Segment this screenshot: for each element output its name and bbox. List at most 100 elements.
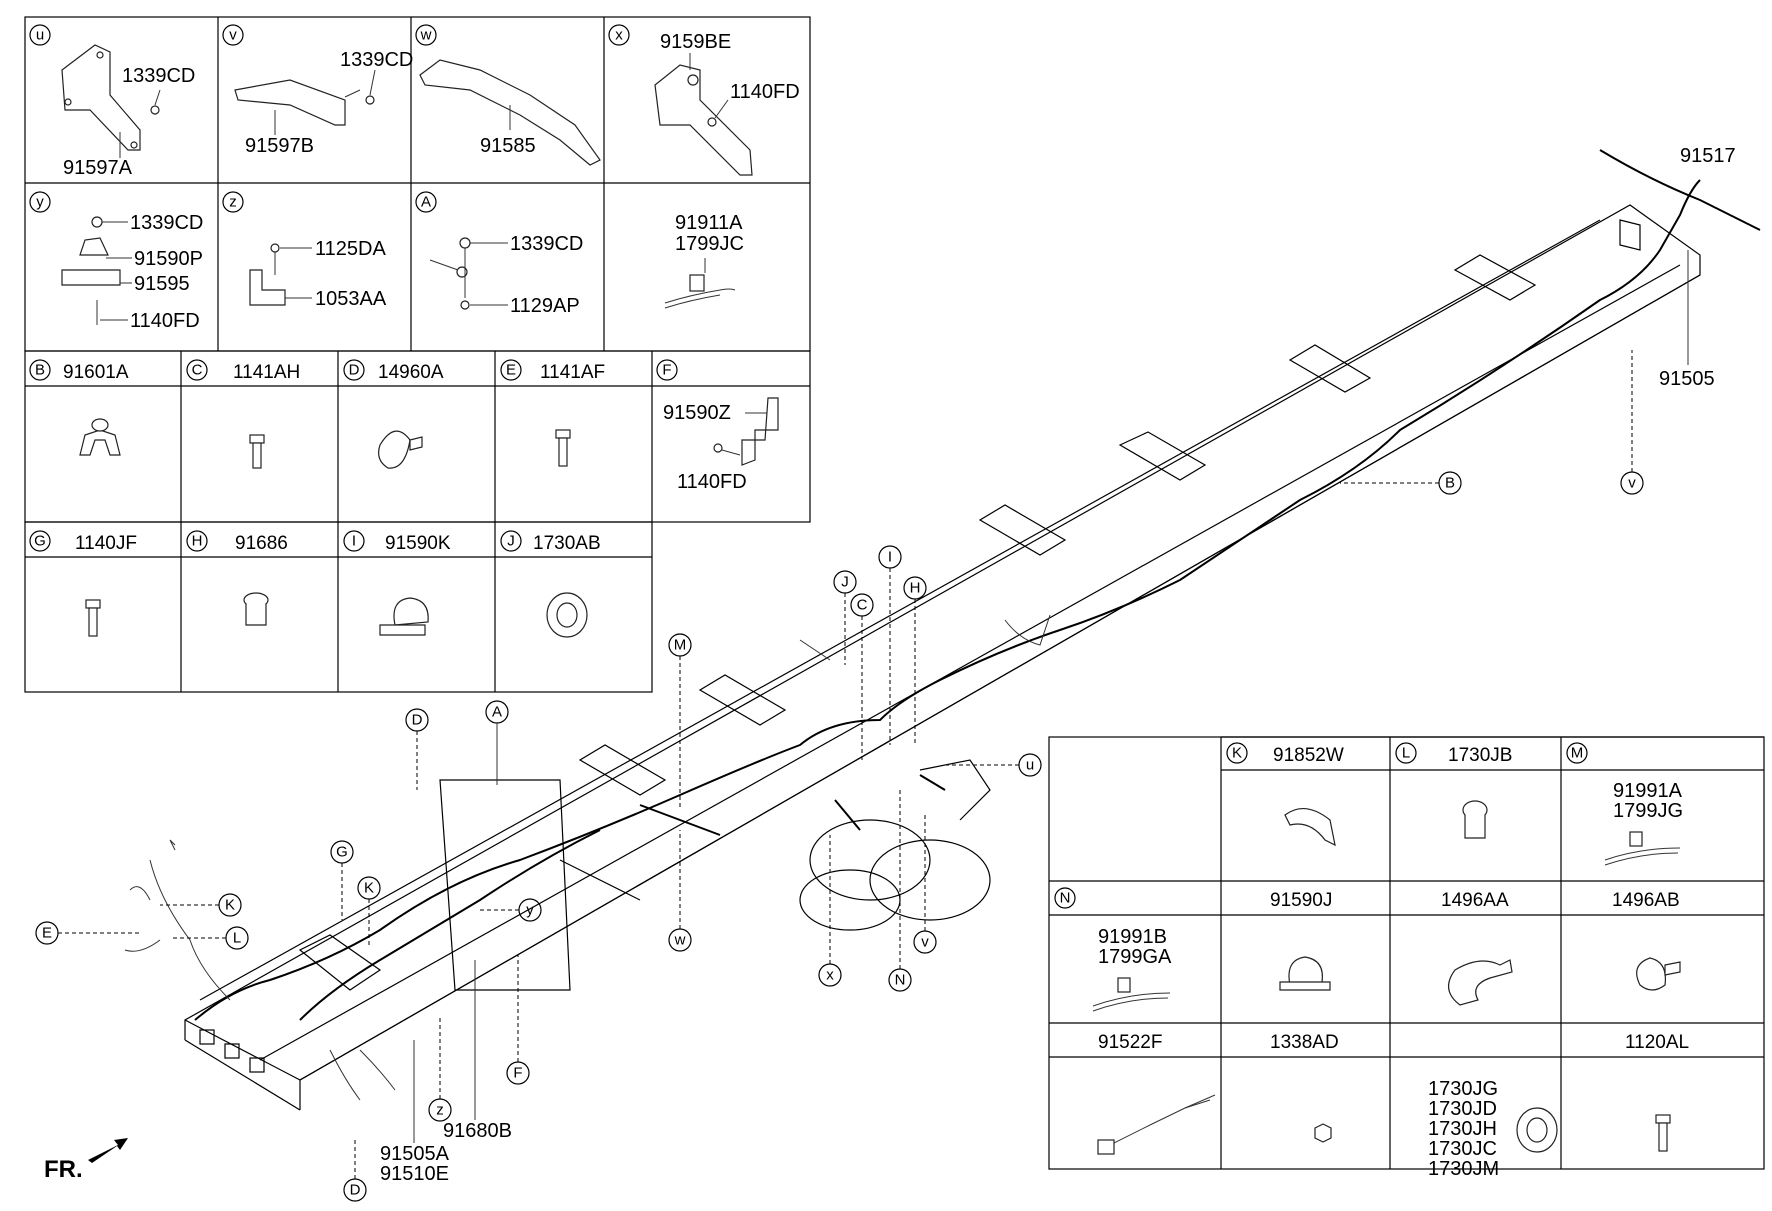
part-label: 1730JM [1428, 1158, 1499, 1180]
cell-L: L 1730JB [1395, 742, 1512, 839]
cell-E: E 1141AF [500, 359, 605, 467]
cell-G: G 1140JF [29, 530, 137, 637]
cell-B: B 91601A [29, 359, 129, 456]
cell-M: M 91991A 1799JG [1566, 742, 1683, 866]
part-label: 1125DA [315, 238, 386, 260]
callout-w: w [674, 932, 686, 949]
cell-part: 91522F [1098, 1032, 1162, 1053]
part-label: 1799GA [1098, 946, 1172, 968]
panel-tie: 91911A 1799JC [664, 212, 744, 309]
part-label: 91595 [134, 273, 190, 295]
part-label: 91911A [675, 212, 743, 234]
part-label: 1140FD [677, 471, 747, 493]
cell-code: B [35, 362, 45, 379]
panel-A-code: A [421, 194, 431, 211]
part-label: 1730JC [1428, 1138, 1497, 1160]
cell-part: 91590K [385, 533, 451, 554]
row2-headers: N 91590J 1496AA 1496AB [1054, 887, 1680, 911]
cell-part: 1140JF [75, 533, 137, 554]
part-label: 1053AA [315, 288, 387, 310]
panel-y-code: y [36, 194, 44, 211]
cell-code: H [192, 533, 203, 550]
front-orientation: FR. [44, 1138, 128, 1183]
panel-z-code: z [229, 194, 237, 211]
callout-x: x [826, 967, 834, 984]
cell-D: D 14960A [343, 359, 444, 469]
cell-1496AB [1636, 957, 1681, 991]
callout-y: y [526, 902, 534, 919]
part-label: 91991A [1613, 780, 1683, 802]
cell-part: 91601A [63, 362, 129, 383]
callout-C: C [857, 597, 868, 614]
cell-part: 91590J [1270, 890, 1332, 911]
cell-N: 91991B 1799GA [1092, 926, 1172, 1012]
panel-u: u 1339CD 91597A [29, 24, 195, 179]
part-label: 91590P [134, 248, 203, 270]
cell-91522F [1097, 1094, 1216, 1155]
part-label: 1339CD [510, 233, 583, 255]
chassis-frame [184, 204, 1701, 1111]
part-label: 1339CD [122, 65, 195, 87]
callout-K: K [225, 897, 235, 914]
cell-code: C [192, 362, 203, 379]
callout-N: N [895, 972, 906, 989]
panel-w-code: w [420, 27, 432, 44]
callout-M: M [674, 637, 687, 654]
callout-H: H [910, 580, 921, 597]
part-label: 1129AP [510, 295, 580, 317]
cell-code: F [662, 362, 671, 379]
part-label: 1730JH [1428, 1118, 1497, 1140]
callout-v: v [921, 934, 929, 951]
cell-part: 1496AA [1441, 890, 1509, 911]
callout-z: z [436, 1102, 444, 1119]
cell-part: 1141AH [233, 362, 300, 383]
panel-A: A 1339CD 1129AP [415, 191, 583, 317]
part-label: 1140FD [130, 310, 200, 332]
cell-code: M [1571, 745, 1584, 762]
part-label: 1730JG [1428, 1078, 1498, 1100]
callout-A: A [492, 704, 502, 721]
part-label: 91505A [380, 1143, 450, 1165]
part-label: 91585 [480, 135, 536, 157]
part-label: 91597A [63, 157, 133, 179]
panel-y: y 1339CD 91590P 91595 1140FD [29, 191, 203, 332]
part-label: 91517 [1680, 145, 1736, 167]
callout-D: D [350, 1182, 361, 1199]
cell-code: L [1402, 745, 1410, 762]
cell-I: I 91590K [343, 530, 451, 636]
panel-v-code: v [229, 27, 237, 44]
cell-1338AD [1314, 1123, 1332, 1143]
cell-code: G [34, 533, 46, 550]
callout-u: u [1026, 757, 1034, 774]
callout-K: K [364, 880, 374, 897]
cell-code: K [1232, 745, 1242, 762]
cell-part: 91686 [235, 533, 288, 554]
panel-x: x 9159BE 1140FD [608, 24, 800, 176]
part-label: 91680B [443, 1120, 512, 1142]
panel-z: z 1125DA 1053AA [222, 191, 387, 310]
part-label: 91510E [380, 1163, 449, 1185]
cell-code: D [349, 362, 360, 379]
cell-code: J [507, 533, 515, 550]
cell-C: C 1141AH [186, 359, 300, 469]
cell-1496AA [1448, 959, 1513, 1006]
front-arrow-icon [88, 1138, 128, 1163]
callout-v: v [1628, 475, 1636, 492]
cell-part: 91852W [1273, 745, 1344, 766]
callout-L: L [233, 930, 241, 947]
part-label: 1730JD [1428, 1098, 1497, 1120]
small-cells-grid [24, 350, 811, 693]
callout-E: E [42, 925, 52, 942]
callout-B: B [1445, 475, 1455, 492]
cell-part: 1141AF [540, 362, 605, 383]
part-label: 1799JC [675, 233, 744, 255]
cell-F: F 91590Z 1140FD [656, 359, 779, 493]
part-label: 1339CD [340, 49, 413, 71]
cell-J: J 1730AB [500, 530, 601, 638]
cell-1120AL [1655, 1114, 1671, 1152]
part-label: 1339CD [130, 212, 203, 234]
cell-part: 14960A [378, 362, 444, 383]
callout-I: I [888, 549, 892, 566]
cell-code: N [1060, 890, 1071, 907]
panel-u-code: u [36, 27, 44, 44]
